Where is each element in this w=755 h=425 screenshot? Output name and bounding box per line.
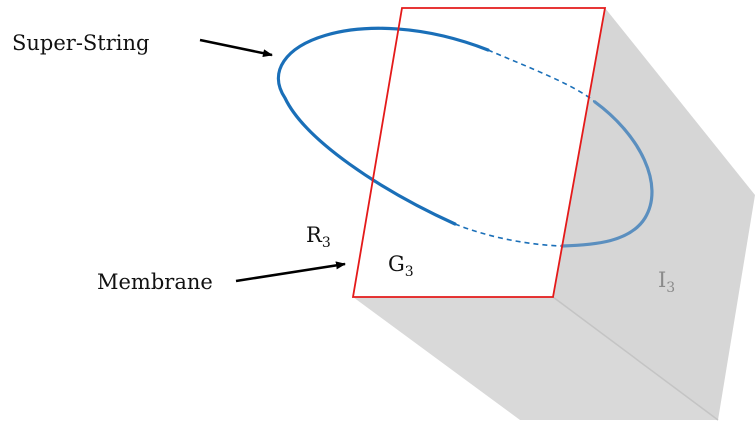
super-string-pointer-arrow (199, 38, 273, 58)
super-string-front-left (276, 26, 490, 226)
membrane-face (353, 8, 605, 297)
r3-label-sub: 3 (322, 235, 331, 251)
r3-label-main: R (306, 223, 323, 247)
super-string-label: Super-String (12, 31, 149, 55)
g3-label-sub: 3 (405, 264, 414, 280)
membrane-outline (351, 7, 607, 298)
bulk-region-bottom-face (353, 297, 718, 420)
bulk-edge (552, 296, 719, 421)
membrane-pointer-arrow (235, 261, 346, 283)
i3-label-main: I (658, 268, 666, 292)
membrane-label: Membrane (97, 270, 213, 294)
r3-label: R3 (306, 223, 331, 251)
g3-label-main: G (388, 252, 405, 276)
g3-label: G3 (388, 252, 414, 280)
super-string-hidden-bottom (454, 223, 563, 247)
super-string-back-arc (560, 100, 654, 248)
i3-label-sub: 3 (666, 280, 675, 296)
i3-label: I3 (658, 268, 675, 296)
super-string-hidden-top (487, 49, 596, 103)
